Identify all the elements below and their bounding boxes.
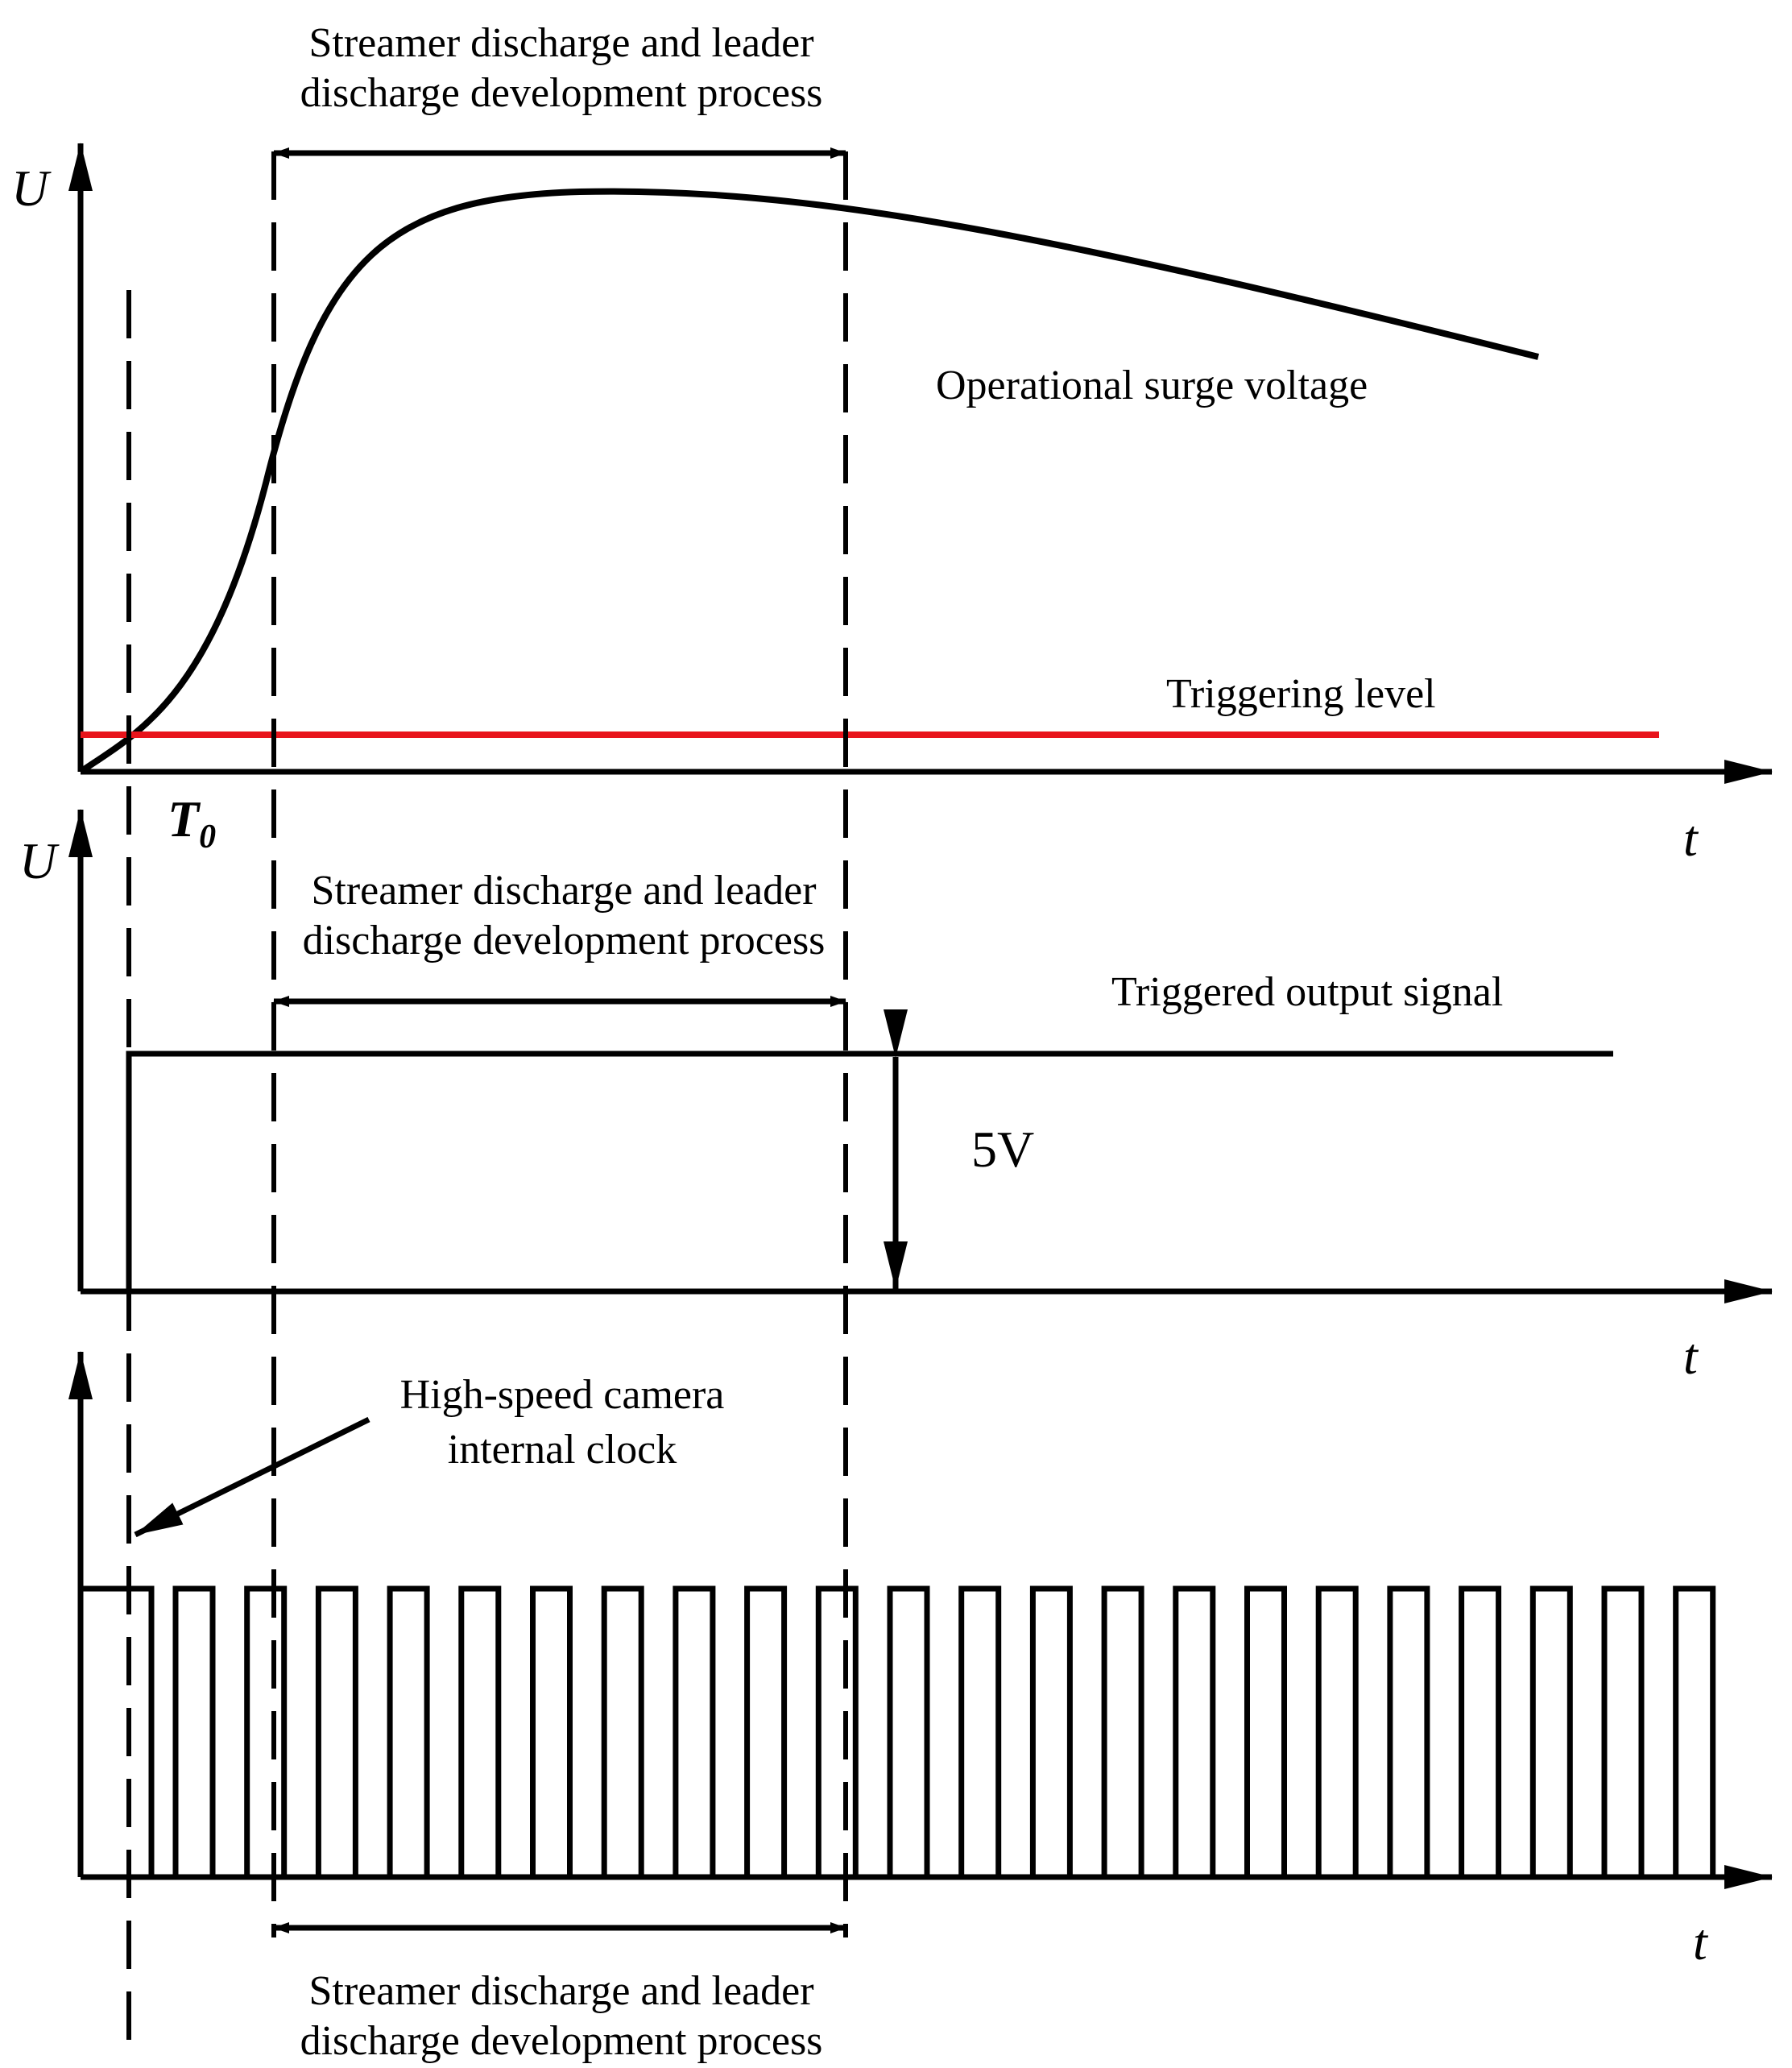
surge-voltage-curve (78, 188, 1539, 775)
camera-clock-label-line2: internal clock (448, 1427, 677, 1473)
process-label-top-line1: Streamer discharge and leader (308, 20, 813, 66)
triggered-output-step (126, 1051, 1613, 1291)
amplitude-label: 5V (971, 1121, 1034, 1178)
process-label-bottom-line1: Streamer discharge and leader (308, 1968, 813, 2014)
t0-label: T0 (168, 790, 216, 856)
triggering-level-label: Triggering level (1166, 671, 1436, 717)
camera-clock-label-line1: High-speed camera (400, 1372, 725, 1418)
process-label-bottom-line2: discharge development process (300, 2018, 823, 2064)
triggered-output-label: Triggered output signal (1111, 969, 1503, 1015)
camera-clock-pulses (77, 1585, 1716, 1880)
process-label-top-line2: discharge development process (300, 70, 823, 116)
process-label-mid-line1: Streamer discharge and leader (311, 868, 816, 914)
panel-camera-clock: t High-speed camera internal clock Strea… (68, 1351, 1773, 2064)
x-axis-label-top: t (1683, 810, 1699, 867)
y-axis-label-top: U (11, 160, 52, 217)
camera-clock-pointer-arrow (134, 1416, 370, 1538)
t0-main: T (168, 790, 201, 848)
t0-subscript: 0 (199, 818, 216, 856)
x-axis-label-mid: t (1683, 1328, 1699, 1385)
y-axis-label-mid: U (19, 832, 60, 889)
process-label-mid-line2: discharge development process (303, 918, 826, 964)
x-axis-label-bottom: t (1693, 1913, 1709, 1971)
operational-surge-label: Operational surge voltage (936, 363, 1368, 408)
panel-surge-voltage: U t Operational surge voltage Triggering… (11, 20, 1773, 867)
panel-trigger-output: U t Triggered output signal 5V Streamer … (19, 809, 1773, 1385)
